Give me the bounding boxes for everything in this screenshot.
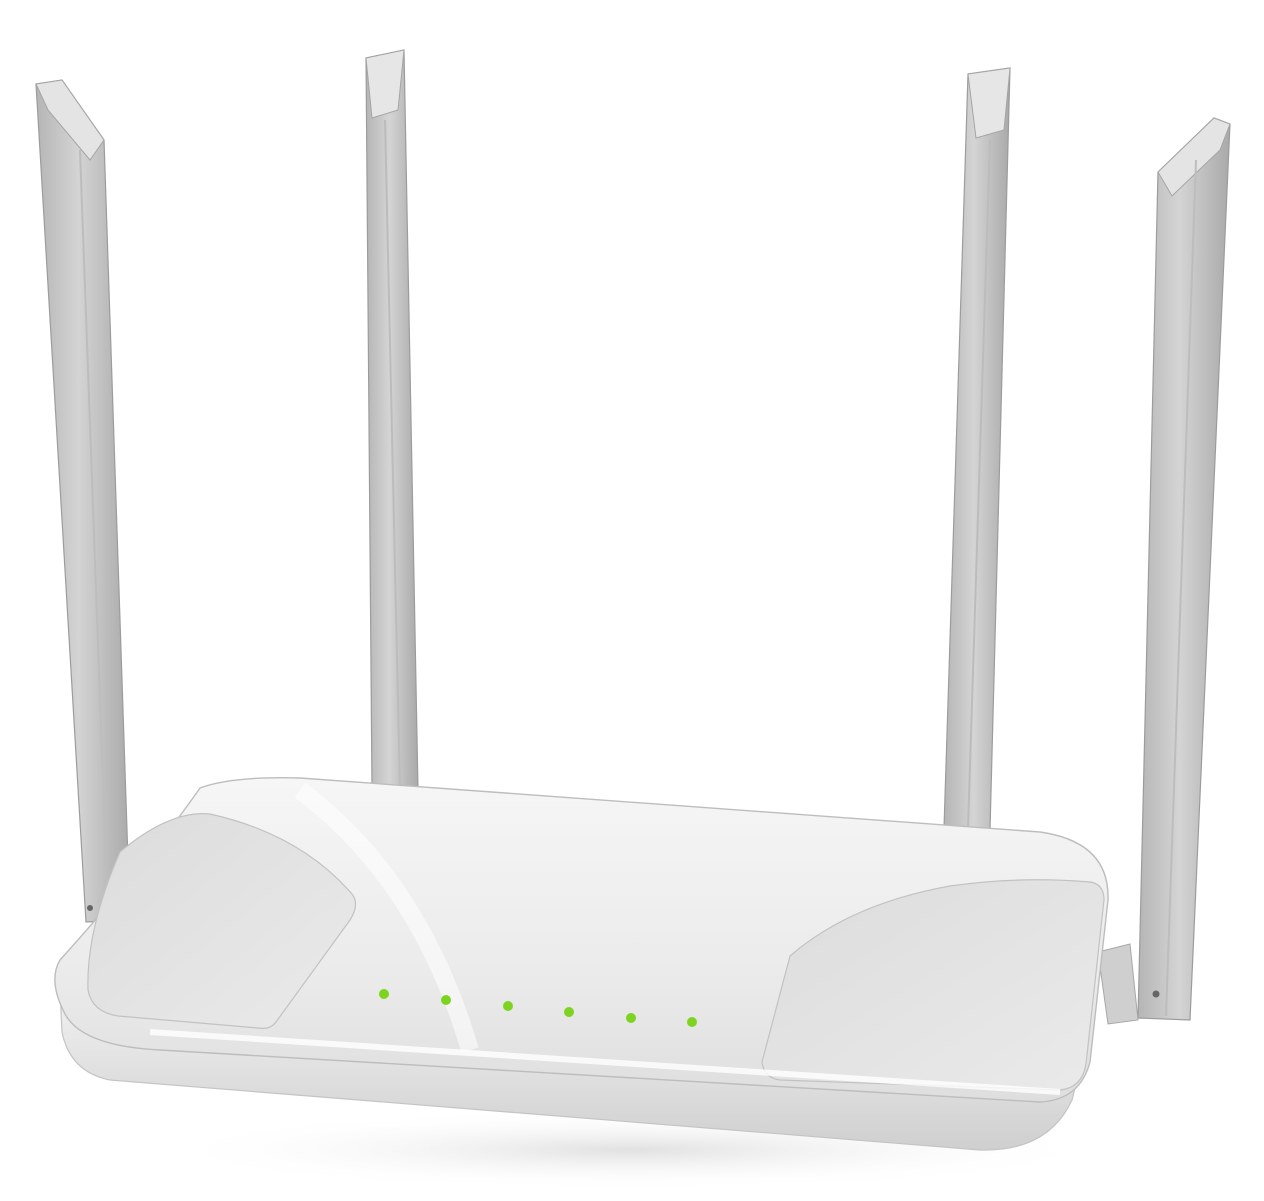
antenna-rear-right (943, 67, 1011, 831)
status-leds (379, 989, 697, 1027)
status-led-4 (564, 1007, 574, 1017)
router-left-pad (87, 813, 357, 1029)
status-led-1 (379, 989, 389, 999)
status-led-3 (503, 1001, 513, 1011)
status-led-2 (441, 995, 451, 1005)
antenna-rear-left (365, 49, 419, 791)
status-led-6 (687, 1017, 697, 1027)
status-led-5 (626, 1013, 636, 1023)
router-right-pad (761, 879, 1105, 1091)
antenna-left (35, 79, 131, 923)
antenna-right (1097, 117, 1231, 1025)
